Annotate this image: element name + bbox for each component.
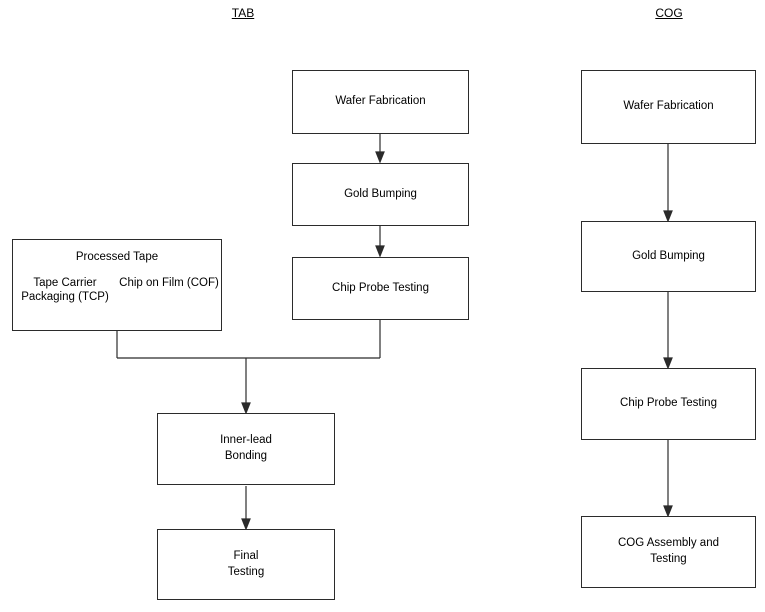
node-label: Gold Bumping — [632, 249, 705, 262]
node-cog-wafer-fabrication[interactable]: Wafer Fabrication — [581, 70, 756, 144]
node-label-line2: Testing — [227, 565, 265, 578]
arrowhead-tab-wafer-to-gold — [375, 151, 385, 164]
node-label: Chip Probe Testing — [620, 397, 717, 410]
processed-tape-cof: Chip on Film (COF) — [117, 276, 221, 306]
cof-line2: Film — [161, 276, 184, 289]
node-cog-chip-probe-testing[interactable]: Chip Probe Testing — [581, 368, 756, 440]
node-label: Gold Bumping — [344, 187, 417, 200]
processed-tape-columns: Tape Carrier Packaging (TCP) Chip on Fil… — [13, 276, 221, 306]
node-label-line1: Inner-lead — [220, 434, 272, 447]
tcp-line3: (TCP) — [78, 291, 109, 304]
node-label-line1: Final — [233, 549, 259, 562]
node-label: Chip Probe Testing — [332, 281, 429, 294]
arrowhead-tab-gold-to-probe — [375, 245, 385, 258]
node-tab-inner-lead-bonding[interactable]: Inner-lead Bonding — [157, 413, 335, 485]
node-label: Wafer Fabrication — [623, 100, 714, 113]
node-tab-wafer-fabrication[interactable]: Wafer Fabrication — [292, 70, 469, 134]
node-processed-tape[interactable]: Processed Tape Tape Carrier Packaging (T… — [12, 239, 222, 331]
tcp-line2: Packaging — [21, 291, 75, 304]
node-tab-gold-bumping[interactable]: Gold Bumping — [292, 163, 469, 226]
arrowhead-inner-lead-to-final — [241, 518, 251, 531]
cof-line1: Chip on — [119, 276, 159, 289]
cof-line3: (COF) — [186, 276, 219, 289]
arrowhead-cog-probe-to-assembly — [663, 505, 673, 518]
node-label-line2: Bonding — [224, 450, 268, 462]
column-title-cog: COG — [655, 6, 683, 20]
node-tab-final-testing[interactable]: Final Testing — [157, 529, 335, 600]
processed-tape-tcp: Tape Carrier Packaging (TCP) — [13, 276, 117, 306]
node-cog-gold-bumping[interactable]: Gold Bumping — [581, 221, 756, 292]
arrowhead-cog-gold-to-probe — [663, 357, 673, 370]
arrowhead-cog-wafer-to-gold — [663, 210, 673, 223]
column-title-tab: TAB — [231, 6, 255, 20]
node-label-line1: COG Assembly and — [618, 537, 719, 550]
node-cog-assembly-and-testing[interactable]: COG Assembly and Testing — [581, 516, 756, 588]
tcp-line1: Tape Carrier — [33, 276, 97, 289]
processed-tape-title: Processed Tape — [75, 251, 159, 263]
node-label-line2: Testing — [650, 553, 687, 565]
node-tab-chip-probe-testing[interactable]: Chip Probe Testing — [292, 257, 469, 320]
node-label: Wafer Fabrication — [335, 95, 426, 108]
arrowhead-merge-to-inner-lead — [241, 402, 251, 415]
